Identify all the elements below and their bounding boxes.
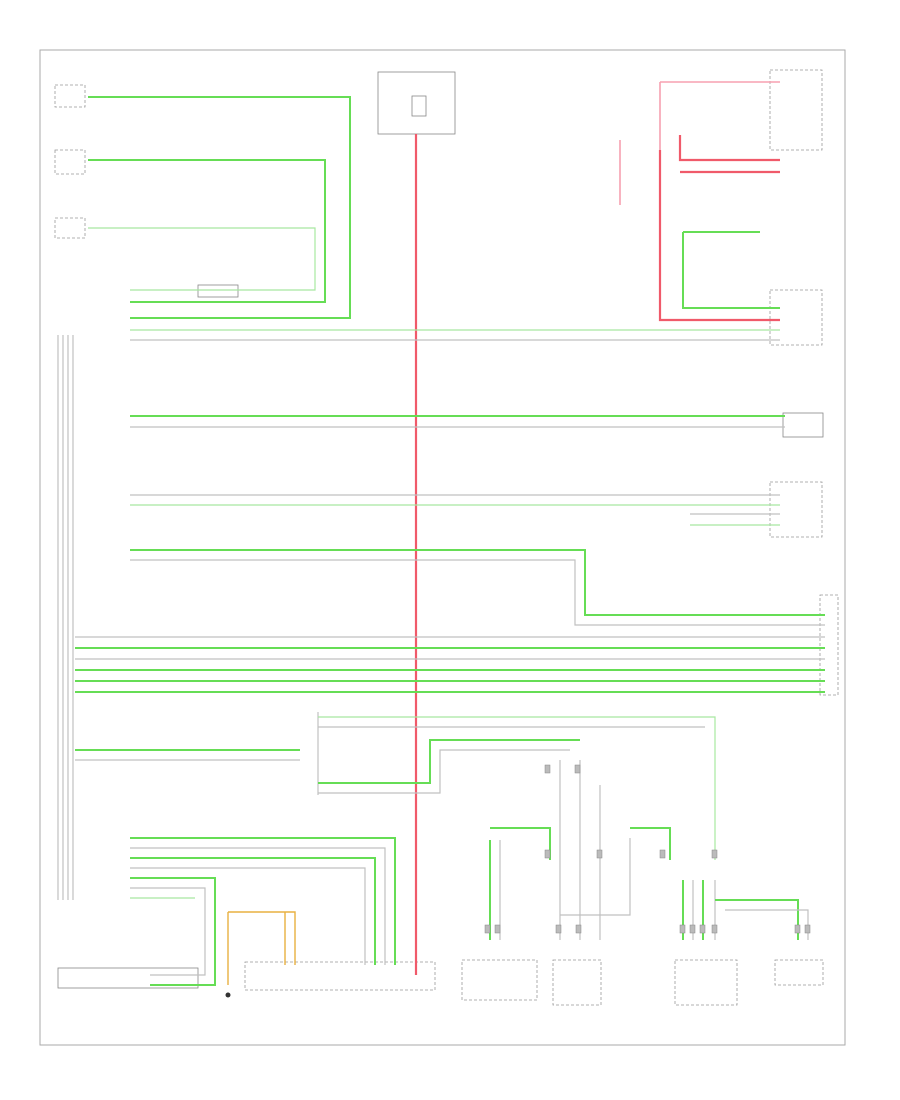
pin: [555, 924, 562, 934]
right-module-top: [769, 69, 823, 151]
pin: [711, 849, 718, 859]
wire-top-3: [88, 227, 316, 291]
right-module-mid: [769, 289, 823, 346]
bottom-module-5: [774, 959, 824, 986]
wire-top-1: [88, 96, 351, 319]
right-module-lower: [769, 481, 823, 538]
harness-858: [130, 857, 376, 965]
splice-gray-e: [560, 838, 631, 916]
pin: [804, 924, 811, 934]
right-power-3: [658, 150, 780, 322]
pin: [544, 764, 551, 774]
pin: [689, 924, 696, 934]
bottom-module-4: [674, 959, 738, 1006]
fuse-symbol: [411, 95, 427, 117]
splice-green-a: [490, 827, 551, 860]
harness-888: [130, 887, 206, 976]
bottom-left-module: [57, 967, 199, 989]
right-connector-strip: [819, 594, 839, 696]
pin: [596, 849, 603, 859]
wire-top-2: [88, 159, 326, 303]
pin: [711, 924, 718, 934]
bus-560: [130, 559, 825, 626]
pin: [494, 924, 501, 934]
junction-low-gray: [318, 749, 570, 794]
pin: [699, 924, 706, 934]
junction-low-green: [318, 739, 580, 784]
bottom-module-2: [461, 959, 538, 1001]
pin: [484, 924, 491, 934]
fuse-box: [377, 71, 456, 135]
pin: [659, 849, 666, 859]
bottom-module-3: [552, 959, 602, 1006]
right-module-small: [782, 412, 824, 438]
pin: [544, 849, 551, 859]
right-power-4: [678, 135, 780, 162]
pin: [794, 924, 801, 934]
branch-r5: [715, 899, 799, 940]
harness-878: [130, 877, 216, 986]
diagnostic-box: [197, 284, 239, 298]
left-module-3: [54, 217, 86, 239]
pin: [679, 924, 686, 934]
harness-868: [130, 867, 366, 965]
left-module-1: [54, 84, 86, 108]
bottom-center-connector: [244, 961, 436, 991]
bus-550: [130, 549, 825, 616]
ground-point: [225, 992, 231, 998]
junction-top-green: [318, 716, 716, 860]
diagram-frame: [39, 49, 846, 1046]
right-green-2: [682, 232, 780, 309]
pin: [574, 764, 581, 774]
splice-green-d: [630, 827, 671, 860]
pin: [575, 924, 582, 934]
orange-ground-1: [228, 911, 296, 965]
left-module-2: [54, 149, 86, 175]
harness-848: [130, 847, 386, 965]
harness-838: [130, 837, 396, 965]
